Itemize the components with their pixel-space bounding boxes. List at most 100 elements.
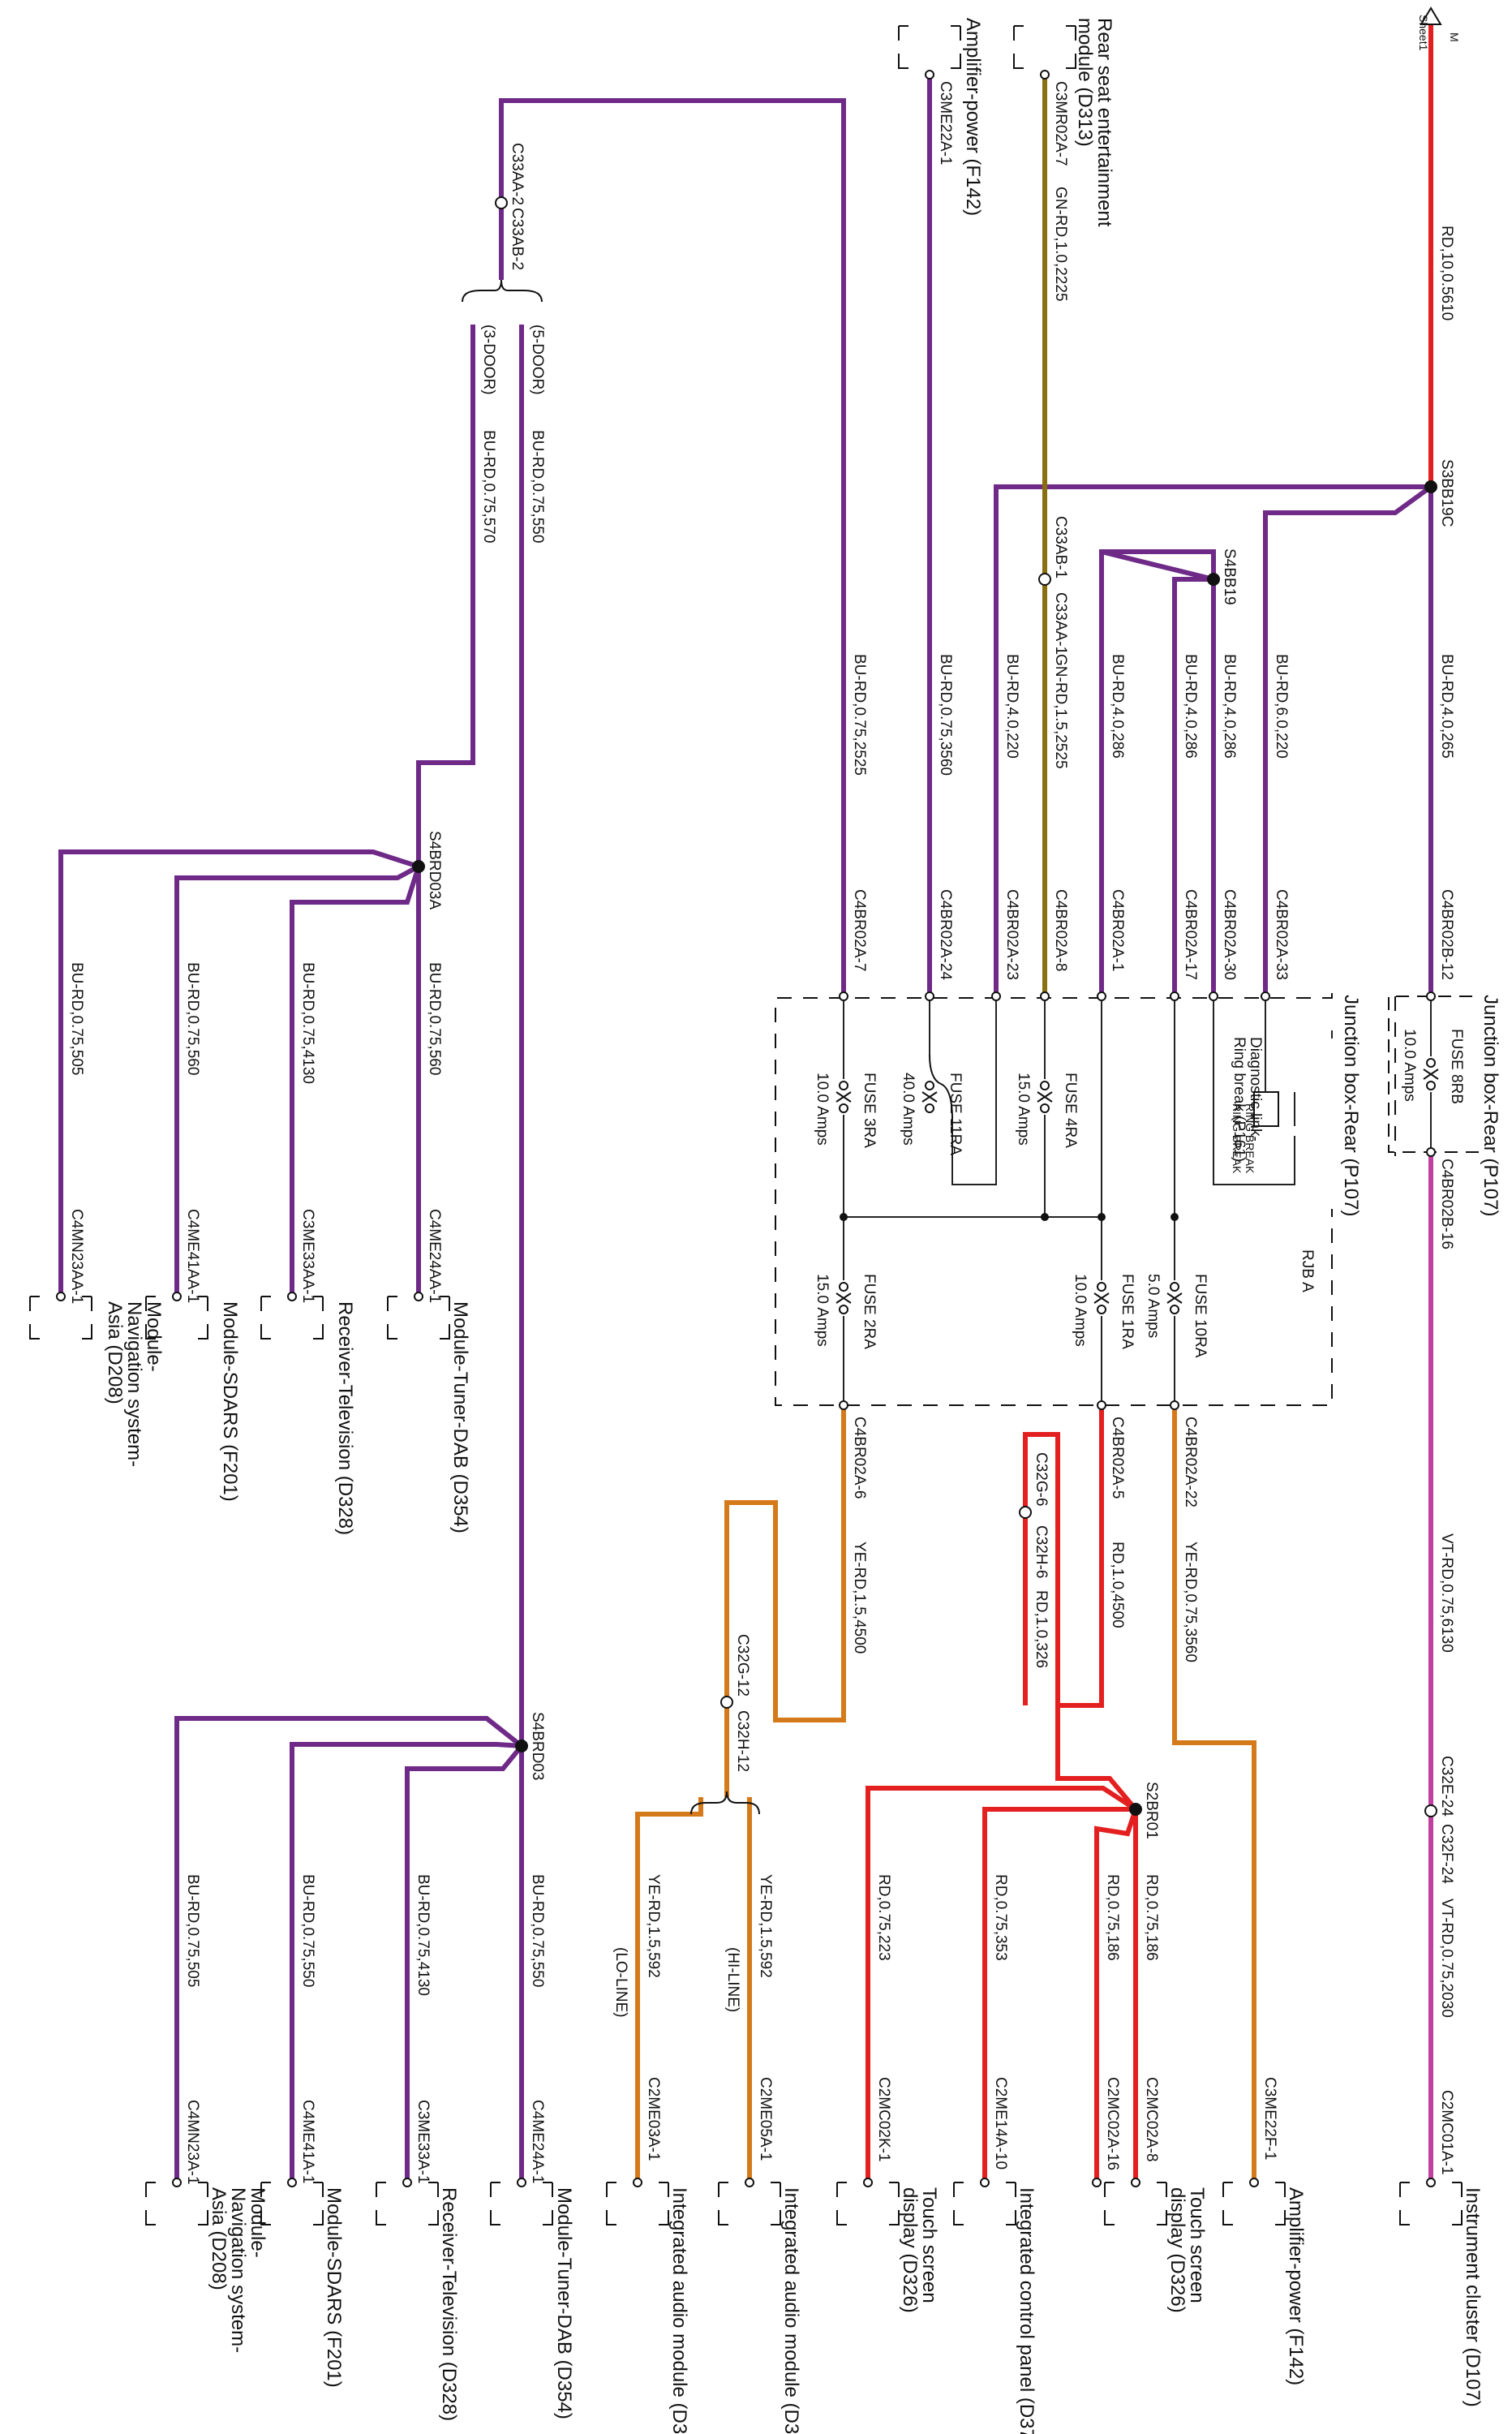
splice-s4bb19-dot <box>1207 573 1220 586</box>
connector-label: C4MN23AA-1 <box>68 1209 85 1304</box>
connector-pin-icon <box>633 2178 642 2187</box>
jb-ringbreak-a: RING BREAK <box>1244 1103 1256 1174</box>
wire-c4br02a-5 <box>1023 1405 1104 1708</box>
fuse-rating: 10.0 Amps <box>814 1073 831 1146</box>
variant-label: (5-DOOR) <box>529 325 546 395</box>
wire-label: GN-RD,1.5,2525 <box>1052 654 1069 769</box>
connector-label: C2ME14A-10 <box>992 2077 1009 2170</box>
variant-braces <box>462 279 760 1815</box>
connector-pin-icon <box>414 1292 423 1301</box>
connector-pin-icon <box>839 1400 848 1410</box>
connector-pin-icon <box>1097 1400 1106 1410</box>
jb-diag-line1: Diagnostic link- <box>1247 1037 1264 1142</box>
fuse-rating: 10.0 Amps <box>1072 1274 1089 1347</box>
fuse-icon <box>835 1079 852 1115</box>
module-connector-icon <box>490 2182 553 2225</box>
module-sdars-a: Module-SDARS (F201) <box>219 1301 241 1502</box>
connector-pin-icon <box>402 2178 412 2187</box>
module-dab-a: Module-Tuner-DAB (D354) <box>449 1301 471 1533</box>
wire-label: RD,0.75,223 <box>875 1874 892 1961</box>
connector-pin-icon <box>1426 991 1436 1001</box>
jb-ringbreak-b: RING BREAK <box>1231 1103 1244 1174</box>
wire-s4bb19-b <box>1172 577 1213 996</box>
connector-pin-icon <box>517 2178 526 2187</box>
connector-label: C4BR02A-7 <box>851 889 868 971</box>
connector-pin-icon <box>1426 2178 1436 2187</box>
connector-pin-icon <box>1209 991 1218 1001</box>
fuse-name: FUSE 3RA <box>861 1073 878 1148</box>
connector-pin-icon <box>925 991 934 1001</box>
wire-label: BU-RD,4.0,265 <box>1438 654 1455 759</box>
connector-pin-icon <box>980 2178 990 2187</box>
module-nav-b-line2: Navigation system- <box>227 2187 249 2353</box>
connector-label: C4ME41AA-1 <box>184 1209 201 1303</box>
fuse-name: FUSE 8RB <box>1448 1029 1465 1104</box>
module-connector-icon <box>898 25 961 69</box>
wire-label: RD,1.0,4500 <box>1109 1542 1126 1628</box>
fuse-rating: 15.0 Amps <box>814 1274 831 1347</box>
wire-s2br01-icp <box>982 1807 1136 2182</box>
wire-s2br01-up <box>1055 1705 1138 1811</box>
module-connector-icon <box>1104 2182 1167 2225</box>
fuse-rating: 40.0 Amps <box>900 1073 917 1146</box>
wire-label: YE-RD,1.5,4500 <box>851 1542 868 1653</box>
sheet-code: M <box>1448 32 1461 42</box>
connector-pin-icon <box>839 991 848 1001</box>
module-rse-line2: module (D313) <box>1074 18 1096 147</box>
fuse-name: FUSE 2RA <box>861 1274 878 1349</box>
wire-label: BU-RD,0.75,4130 <box>415 1874 432 1996</box>
module-connector-icon <box>260 1296 324 1340</box>
fuse-name: FUSE 4RA <box>1062 1073 1079 1148</box>
wire-label: RD,0.75,186 <box>1143 1874 1160 1961</box>
fuse-icon <box>1166 1280 1183 1316</box>
fuse-rating: 5.0 Amps <box>1145 1274 1162 1338</box>
module-icp: Integrated control panel (D373) <box>1016 2187 1037 2434</box>
wire-s4brd03a-b1 <box>58 849 419 1297</box>
connector-label: C4BR02B-16 <box>1438 1159 1455 1249</box>
splice-dots <box>412 480 1437 1816</box>
splice-label: S4BB19 <box>1221 548 1238 605</box>
module-tsd1-line1: Touch screen <box>1186 2187 1208 2303</box>
wire-label: BU-RD,0.75,570 <box>480 430 497 543</box>
module-amp-top: Amplifier-power (F142) <box>962 18 984 216</box>
wire-branch-s3bb19c-a <box>994 484 1431 996</box>
wire-label: RD,0.75,353 <box>992 1874 1009 1961</box>
connector-pin-icon <box>1249 2178 1259 2187</box>
connector-label: C4BR02A-24 <box>937 889 954 980</box>
wire-label: GN-RD,1.0,2225 <box>1052 187 1069 302</box>
wire-s4brd03-b3 <box>405 1744 524 2182</box>
module-tv-b: Receiver-Television (D328) <box>438 2187 460 2421</box>
inline-label: C33AB-2 <box>509 208 526 270</box>
jb-title: Junction box-Rear (P107) <box>1340 995 1362 1216</box>
inline-label: C32H-12 <box>734 1710 751 1772</box>
inline-label: C33AA-2 <box>509 143 526 205</box>
wire-s4brd03-b1 <box>174 1716 523 2182</box>
connector-pin-icon <box>287 2178 297 2187</box>
fuse-icon <box>1037 1079 1053 1115</box>
connector-label: C4BR02A-1 <box>1109 889 1126 971</box>
junction-box-outline <box>775 993 1396 1406</box>
wire-s4brd03a-b2 <box>174 864 420 1297</box>
fuse-icon <box>921 1079 938 1115</box>
variant-label: (3-DOOR) <box>480 325 497 395</box>
connector-pin-icon <box>1040 991 1050 1001</box>
wire-label: BU-RD,0.75,505 <box>184 1874 201 1987</box>
module-connector-icon <box>29 1296 92 1340</box>
ring-break-symbol <box>1253 1047 1295 1127</box>
fuse-8rb-box <box>1388 996 1484 1153</box>
wire-label: BU-RD,0.75,550 <box>299 1874 316 1987</box>
connector-pin-icon <box>1170 991 1179 1001</box>
connector-label: C4BR02A-17 <box>1182 889 1199 980</box>
module-tv-a: Receiver-Television (D328) <box>334 1301 356 1535</box>
connector-pin-icon <box>287 1292 297 1301</box>
module-iam-hi: Integrated audio module (D372) <box>780 2187 802 2434</box>
connector-label: C2MC02A-16 <box>1104 2077 1121 2170</box>
module-connector-icon <box>387 1296 450 1340</box>
connector-pin-icon <box>863 2178 873 2187</box>
module-connector-icon <box>1013 25 1076 69</box>
sheet-name: Sheet1 <box>1417 15 1430 51</box>
module-instrument-cluster: Instrument cluster (D107) <box>1462 2187 1484 2407</box>
wire-amp-bottom <box>1172 1405 1256 2182</box>
fuse-name: FUSE 11RA <box>947 1073 964 1155</box>
